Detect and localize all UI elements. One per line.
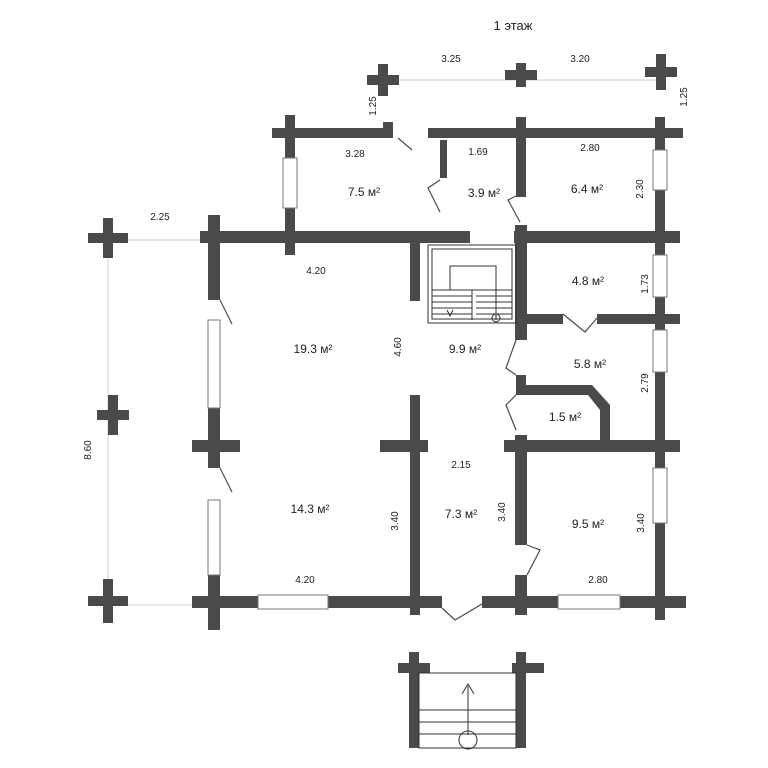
- room-area-label: 14.3 м²: [291, 502, 330, 516]
- dimension-label: 8.60: [83, 440, 94, 460]
- room-area-label: 9.5 м²: [572, 517, 604, 531]
- room-area-label: 7.5 м²: [348, 185, 380, 199]
- room-area-label: 19.3 м²: [294, 342, 333, 356]
- dimension-label: 2.80: [588, 575, 608, 586]
- dimension-label: 1.73: [640, 274, 651, 294]
- porch-steps: [418, 672, 517, 750]
- room-area-label: 7.3 м²: [445, 507, 477, 521]
- dimension-label: 2.79: [640, 373, 651, 393]
- doors: [219, 137, 598, 621]
- dimension-label: 1.25: [368, 96, 379, 116]
- post-cross: [97, 395, 129, 435]
- post-cross: [367, 64, 399, 96]
- dimension-label: 1.25: [679, 87, 690, 107]
- post-cross: [88, 218, 128, 258]
- dimension-label: 4.20: [295, 575, 315, 586]
- dimension-label: 2.30: [635, 179, 646, 199]
- staircase: [427, 244, 517, 324]
- room-area-label: 5.8 м²: [574, 357, 606, 371]
- room-area-label: 4.8 м²: [572, 274, 604, 288]
- dimension-label: 3.40: [636, 513, 647, 533]
- room-area-label: 9.9 м²: [449, 342, 481, 356]
- dimension-label: 4.60: [393, 337, 404, 357]
- room-area-label: 3.9 м²: [468, 186, 500, 200]
- dimension-label: 3.20: [570, 54, 590, 65]
- post-cross: [505, 63, 537, 87]
- dimension-label: 3.28: [345, 149, 365, 160]
- room-labels: 7.5 м² 3.9 м² 6.4 м² 19.3 м² 9.9 м² 4.8 …: [291, 182, 607, 531]
- dimension-label: 3.40: [390, 511, 401, 531]
- floor-title: 1 этаж: [494, 18, 533, 33]
- windows: [207, 149, 668, 610]
- dimension-labels: 3.25 3.20 1.25 1.25 3.28 1.69 2.80 2.30 …: [83, 54, 690, 586]
- dimension-label: 2.25: [150, 212, 170, 223]
- post-cross: [645, 54, 677, 90]
- dimension-label: 3.40: [497, 502, 508, 522]
- room-area-label: 1.5 м²: [549, 410, 581, 424]
- exterior-posts: [88, 54, 677, 623]
- dimension-label: 3.25: [441, 54, 461, 65]
- dimension-label: 1.69: [468, 147, 488, 158]
- dimension-label: 2.80: [580, 143, 600, 154]
- dimension-label: 2.15: [451, 460, 471, 471]
- post-cross: [88, 579, 128, 623]
- dimension-label: 4.20: [306, 266, 326, 277]
- room-area-label: 6.4 м²: [571, 182, 603, 196]
